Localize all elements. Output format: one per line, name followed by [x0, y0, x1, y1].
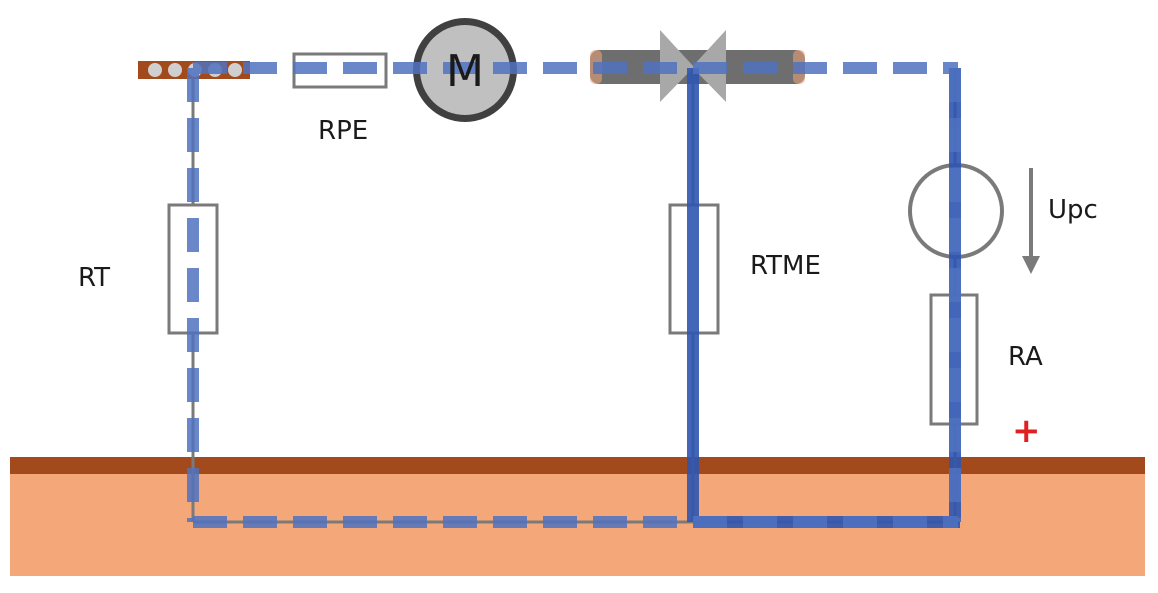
label-rtme: RTME [750, 251, 821, 281]
ground-soil [10, 457, 1145, 576]
electrode-dot [228, 63, 242, 77]
soil-body [10, 474, 1145, 576]
voltage-arrow-icon [1022, 168, 1040, 274]
label-ra: RA [1008, 342, 1043, 372]
motor-label: M [446, 46, 484, 97]
arrow-head [1022, 256, 1040, 274]
polarity-plus-sign: + [1012, 411, 1041, 451]
label-upc: Upc [1048, 195, 1098, 225]
electrode-dot [148, 63, 162, 77]
label-rpe: RPE [318, 116, 369, 146]
soil-surface [10, 457, 1145, 474]
electrode-dot [168, 63, 182, 77]
circuit-wires [191, 68, 960, 524]
label-rt: RT [78, 263, 111, 293]
resistors [167, 52, 979, 426]
current-path-dashed [187, 62, 961, 528]
current-path-solid [687, 68, 961, 528]
